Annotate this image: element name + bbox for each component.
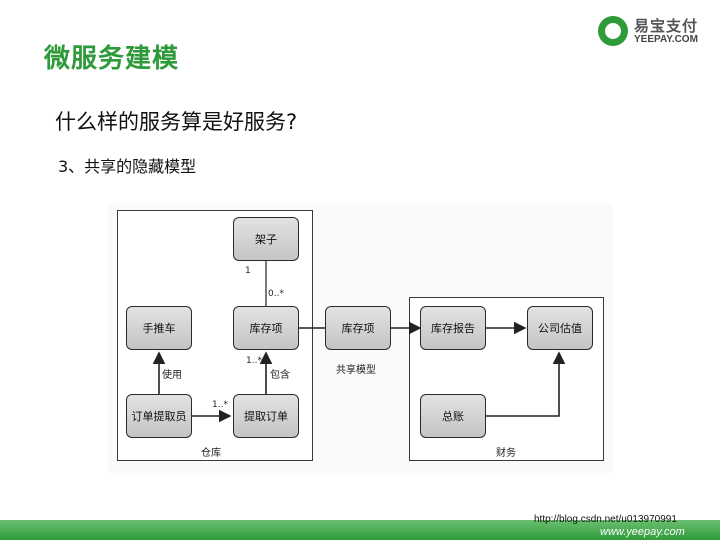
node-cart: 手推车 (126, 306, 192, 350)
node-shelf: 架子 (233, 217, 299, 261)
logo-text-cn: 易宝支付 (634, 17, 699, 35)
label-shelf-multiplicity: 1 (245, 266, 251, 276)
label-group-finance: 财务 (496, 448, 516, 459)
label-group-shared: 共享模型 (336, 365, 376, 376)
label-contains: 包含 (270, 370, 290, 381)
footer-url: http://blog.csdn.net/u013970991 (534, 514, 677, 525)
label-group-warehouse: 仓库 (201, 448, 221, 459)
slide-title: 微服务建模 (44, 44, 180, 74)
shared-model-diagram: 架子 手推车 库存项 库存项 库存报告 公司估值 订单提取员 提取订单 总账 1… (108, 203, 613, 473)
logo-mark-icon (598, 16, 628, 46)
yeepay-logo: 易宝支付 YEEPAY.COM (598, 14, 708, 48)
node-company-valuation: 公司估值 (527, 306, 593, 350)
node-pick-order: 提取订单 (233, 394, 299, 438)
label-contains-multiplicity: 1..* (246, 356, 262, 366)
logo-text-en: YEEPAY.COM (634, 34, 698, 45)
question-heading: 什么样的服务算是好服务? (55, 110, 298, 134)
edge-ledger-to-valuation (486, 351, 566, 417)
node-ledger: 总账 (420, 394, 486, 438)
footer-site: www.yeepay.com (600, 526, 685, 538)
label-use: 使用 (162, 370, 182, 381)
node-order-picker: 订单提取员 (126, 394, 192, 438)
node-inventory-item-shared: 库存项 (325, 306, 391, 350)
label-item-multiplicity: 0..* (268, 289, 284, 299)
subpoint-text: 3、共享的隐藏模型 (58, 157, 197, 176)
label-picker-multiplicity: 1..* (212, 400, 228, 410)
diagram-connectors (152, 261, 566, 423)
footer-band (0, 520, 720, 540)
node-inventory-report: 库存报告 (420, 306, 486, 350)
node-inventory-item-warehouse: 库存项 (233, 306, 299, 350)
